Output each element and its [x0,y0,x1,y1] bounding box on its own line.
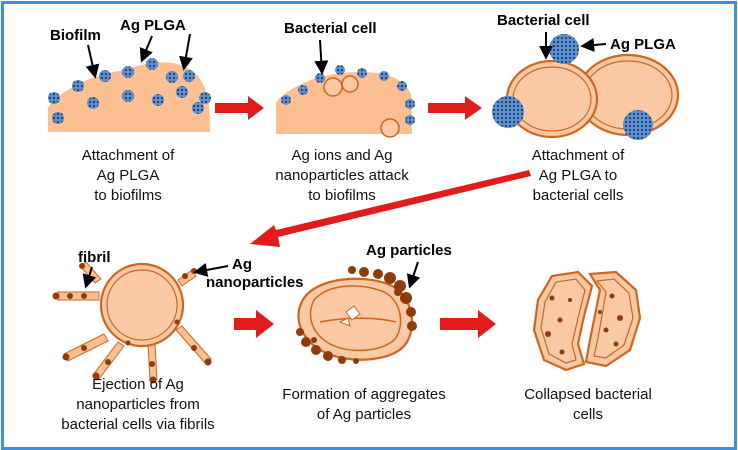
ag-particle-aggregates [296,266,417,364]
arrow-step2-to-step3 [428,96,482,120]
flow-arrows [215,96,531,338]
caption-step1-line1: Attachment of [82,147,175,164]
collapsed-cell-right [584,270,642,368]
label-bacterial-cell-1: Bacterial cell [284,20,377,37]
label-bacterial-cell-2: Bacterial cell [497,12,590,29]
residual-ag-particles [545,293,623,355]
arrow-row1-to-row2 [250,170,531,247]
ag-plga-particle-right [623,110,653,140]
ag-plga-particles-step1 [48,58,211,124]
caption-step5-line2: of Ag particles [317,406,411,423]
caption-step2-line2: nanoparticles attack [275,167,409,184]
label-ag-plga-2: Ag PLGA [610,36,676,53]
step4-ejection-illustration: fibril Ag nanoparticles [52,249,304,384]
label-ag-plga-1: Ag PLGA [120,17,186,34]
arrow-step1-to-step2 [215,96,264,120]
ag-plga-particle-top [549,34,579,64]
label-fibril: fibril [78,249,111,266]
step1-biofilm-illustration: Biofilm Ag PLGA [48,17,211,132]
caption-step5-line1: Formation of aggregates [282,386,445,403]
caption-step3-line1: Attachment of [532,147,625,164]
caption-step2-line3: to biofilms [308,187,376,204]
caption-step6-line1: Collapsed bacterial [524,386,652,403]
step-captions: Attachment of Ag PLGA to biofilms Ag ion… [61,147,651,433]
biofilm-mass-step2 [276,72,412,134]
caption-step1-line3: to biofilms [94,187,162,204]
label-ag-nanoparticles-line1: Ag [232,256,252,273]
ag-nanoparticles-step2 [281,65,415,125]
caption-step3-line3: bacterial cells [533,187,624,204]
step2-attack-illustration: Bacterial cell [276,20,415,138]
step6-collapsed-illustration [532,270,642,372]
caption-step6-line2: cells [573,406,603,423]
bacterial-cell-left [505,59,599,139]
label-ag-nanoparticles-line2: nanoparticles [206,274,304,291]
ag-plga-particle-left [492,96,524,128]
caption-step3-line2: Ag PLGA to [539,167,617,184]
label-biofilm: Biofilm [50,27,101,44]
collapsed-cell-left [532,270,594,372]
caption-step4-line1: Ejection of Ag [92,376,184,393]
step3-cells-illustration: Bacterial cell Ag PLGA [492,12,680,140]
label-ag-particles: Ag particles [366,242,452,259]
caption-step1-line2: Ag PLGA [97,167,160,184]
caption-step2-line1: Ag ions and Ag [292,147,393,164]
caption-step4-line2: nanoparticles from [76,396,199,413]
caption-step4-line3: bacterial cells via fibrils [61,416,214,433]
arrow-step4-to-step5 [234,310,274,338]
step5-aggregate-illustration: Ag particles [296,242,452,364]
small-bacterial-cell [323,77,343,97]
ejected-ag-nanoparticles [52,263,212,384]
arrow-step5-to-step6 [440,310,496,338]
bacterial-cell-step4 [99,262,185,348]
